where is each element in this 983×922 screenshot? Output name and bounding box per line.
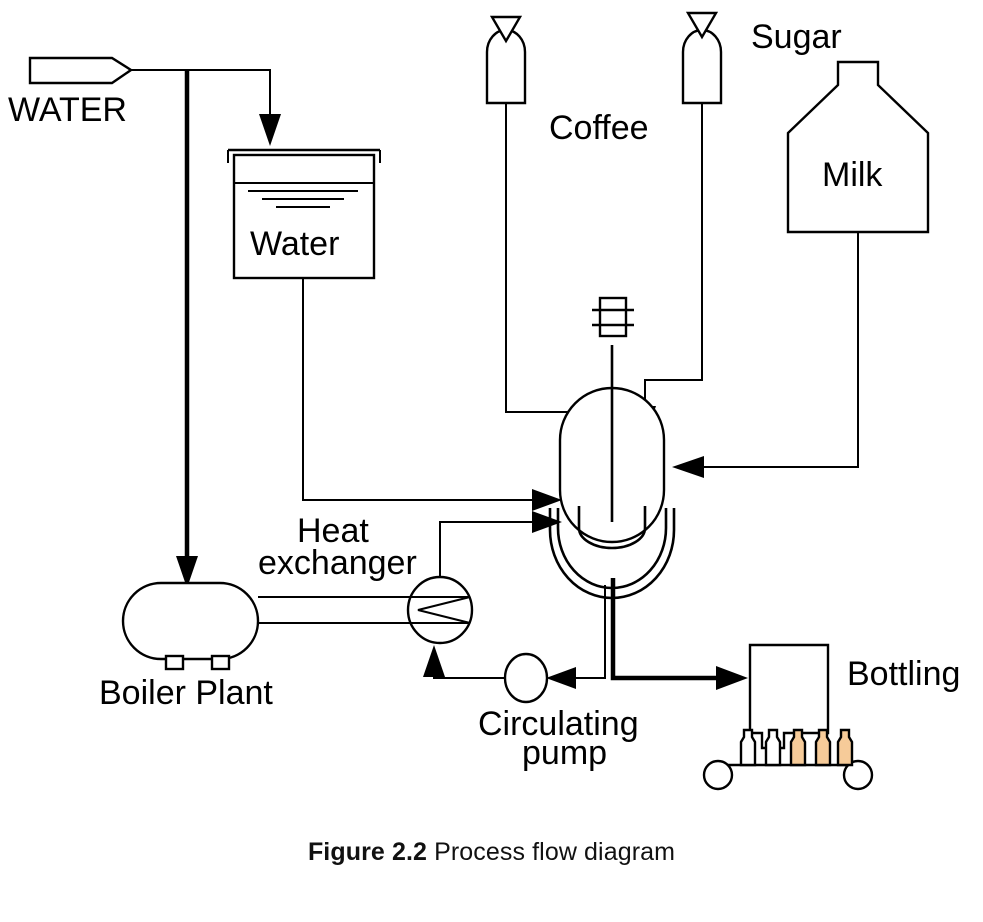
bottling-label: Bottling xyxy=(847,655,960,693)
water-supply-pennant[interactable] xyxy=(28,56,134,85)
bottle-conveyor[interactable] xyxy=(702,728,874,791)
figure-caption: Figure 2.2 Process flow diagram xyxy=(0,838,983,867)
milk-label: Milk xyxy=(822,156,883,194)
sugar-hopper[interactable] xyxy=(681,11,723,105)
stream-product-to-bottling xyxy=(610,578,748,690)
bottle-item[interactable] xyxy=(836,728,854,767)
boiler-plant[interactable] xyxy=(121,581,260,671)
stream-tank-to-reactor xyxy=(302,278,562,511)
stream-coffee-to-reactor xyxy=(505,103,603,438)
bottle-item[interactable] xyxy=(789,728,807,767)
stream-pump-to-exchanger xyxy=(423,645,508,679)
stream-water-to-boiler xyxy=(127,69,198,588)
bottle-item[interactable] xyxy=(739,728,757,767)
coffee-hopper[interactable] xyxy=(485,15,527,105)
stream-hot-water-to-jacket xyxy=(439,511,562,578)
stream-jacket-return-to-pump xyxy=(546,585,606,689)
stream-sugar-to-reactor xyxy=(634,103,703,438)
heat-exchanger[interactable] xyxy=(406,575,474,645)
water-source-label: WATER xyxy=(8,91,127,129)
figure-caption-text: Process flow diagram xyxy=(434,838,676,866)
stream-water-to-tank xyxy=(187,69,281,146)
bottling-machine[interactable] xyxy=(748,643,830,750)
water-storage-tank[interactable] xyxy=(227,148,381,280)
heat-exchanger-label-line2: exchanger xyxy=(258,544,417,582)
stream-steam-to-exchanger xyxy=(258,596,414,624)
water-tank-label: Water xyxy=(250,225,339,263)
coffee-label: Coffee xyxy=(549,109,649,147)
sugar-label: Sugar xyxy=(751,18,842,56)
circulating-pump-label-line2: pump xyxy=(522,734,607,772)
bottle-item[interactable] xyxy=(764,728,782,767)
heat-exchanger-label-line1: Heat xyxy=(297,512,369,550)
bottle-item[interactable] xyxy=(814,728,832,767)
figure-caption-number: Figure 2.2 xyxy=(307,838,428,866)
jacketed-mixing-vessel[interactable] xyxy=(548,296,676,600)
milk-tank[interactable] xyxy=(786,60,930,234)
circulating-pump-label-line1: Circulating xyxy=(478,705,639,743)
bottle-group xyxy=(739,728,854,767)
stream-milk-to-reactor xyxy=(672,232,859,478)
circulating-pump[interactable] xyxy=(503,652,549,704)
boiler-plant-label: Boiler Plant xyxy=(99,674,273,712)
